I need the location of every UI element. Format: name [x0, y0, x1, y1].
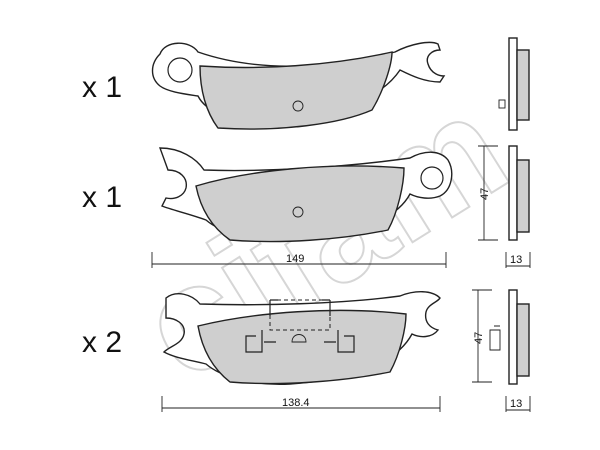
quantity-label-row2: x 1: [82, 181, 122, 214]
height-label-top: 47: [479, 188, 491, 200]
wear-indicator-1: [292, 100, 304, 112]
width-dimension-top: 149: [151, 252, 447, 268]
height-dimension-top: 47: [478, 145, 498, 241]
retaining-clip: [245, 299, 355, 353]
side-friction-3: [516, 303, 530, 377]
wear-indicator-2: [292, 206, 304, 218]
side-plate-3: [508, 289, 518, 385]
side-plate-1: [508, 37, 518, 131]
side-view-pad-2: [508, 145, 530, 241]
side-view-pad-1: [498, 37, 530, 131]
brake-pad-3: [162, 291, 441, 385]
mounting-hole-2: [420, 166, 444, 190]
width-dimension-bottom: 138.4: [161, 396, 441, 412]
thickness-dimension-top: 13: [505, 252, 531, 268]
thickness-dimension-bottom: 13: [505, 396, 531, 412]
side-clip-1: [498, 99, 506, 109]
friction-material-2: [195, 165, 405, 243]
side-friction-2: [516, 159, 530, 233]
brake-pad-1: [151, 41, 446, 130]
side-clip-3: [489, 325, 501, 351]
width-label-top: 149: [286, 253, 304, 265]
friction-material-3: [197, 309, 407, 385]
height-label-bottom: 47: [473, 332, 485, 344]
wear-sensor-tab: [291, 334, 307, 343]
side-view-pad-3: [489, 289, 530, 385]
side-friction-1: [516, 49, 530, 121]
width-label-bottom: 138.4: [282, 397, 310, 409]
friction-material-1: [199, 51, 393, 130]
thickness-label-top: 13: [510, 254, 522, 266]
brake-pad-2: [159, 147, 453, 243]
quantity-label-row3: x 2: [82, 326, 122, 359]
side-plate-2: [508, 145, 518, 241]
thickness-label-bottom: 13: [510, 398, 522, 410]
mounting-hole-1: [167, 57, 193, 83]
height-dimension-bottom: 47: [472, 289, 492, 383]
quantity-label-row1: x 1: [82, 71, 122, 104]
